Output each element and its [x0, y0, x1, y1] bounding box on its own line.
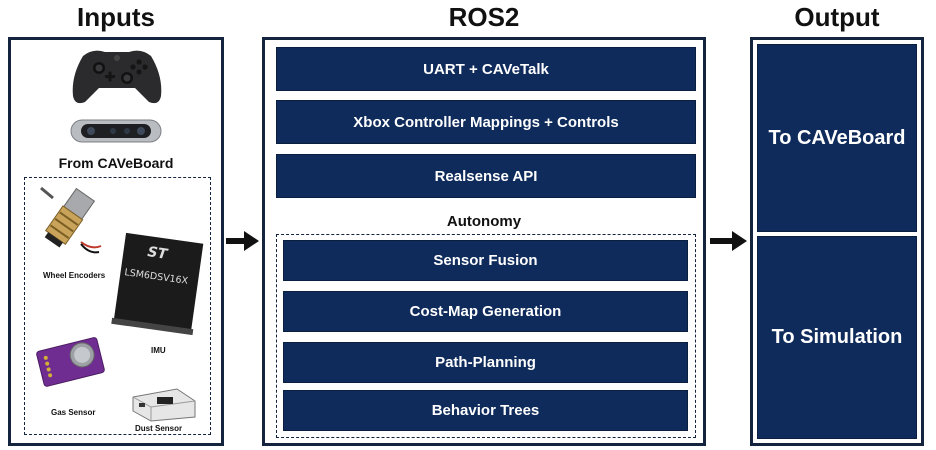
- dust-sensor-icon: [132, 388, 196, 422]
- to-simulation-block: To Simulation: [757, 236, 917, 439]
- from-caveboard-label: From CAVeBoard: [58, 155, 174, 171]
- imu-chip-icon: ST LSM6DSV16X: [111, 232, 204, 336]
- xbox-mappings-block: Xbox Controller Mappings + Controls: [276, 100, 696, 144]
- dust-sensor-label: Dust Sensor: [135, 424, 183, 433]
- inputs-panel: From CAVeBoard Wheel Encoders ST LSM6DSV…: [8, 37, 224, 446]
- realsense-api-block: Realsense API: [276, 154, 696, 198]
- path-planning-block: Path-Planning: [283, 342, 688, 383]
- caveboard-sensors-group: Wheel Encoders ST LSM6DSV16X IMU Gas Sen…: [24, 177, 211, 435]
- behavior-trees-block: Behavior Trees: [283, 390, 688, 431]
- wheel-encoder-motor-icon: [40, 186, 102, 254]
- realsense-camera-icon: [70, 119, 162, 143]
- arrow-ros2-to-output-icon: [710, 231, 747, 251]
- uart-cavetalk-block: UART + CAVeTalk: [276, 47, 696, 91]
- ros2-header: ROS2: [448, 2, 520, 32]
- to-caveboard-block: To CAVeBoard: [757, 44, 917, 232]
- output-header: Output: [794, 2, 880, 32]
- wheel-encoders-label: Wheel Encoders: [43, 271, 106, 280]
- arrow-inputs-to-ros2-icon: [226, 231, 259, 251]
- svg-text:ST: ST: [146, 244, 169, 263]
- imu-label: IMU: [151, 346, 166, 355]
- gas-sensor-icon: [36, 337, 105, 387]
- inputs-header: Inputs: [77, 2, 155, 32]
- xbox-controller-icon: [72, 50, 162, 104]
- sensor-fusion-block: Sensor Fusion: [283, 240, 688, 281]
- gas-sensor-label: Gas Sensor: [51, 408, 96, 417]
- autonomy-label: Autonomy: [446, 213, 522, 230]
- cost-map-generation-block: Cost-Map Generation: [283, 291, 688, 332]
- output-panel: To CAVeBoard To Simulation: [750, 37, 924, 446]
- autonomy-group: Sensor Fusion Cost-Map Generation Path-P…: [276, 234, 696, 438]
- ros2-panel: UART + CAVeTalk Xbox Controller Mappings…: [262, 37, 706, 446]
